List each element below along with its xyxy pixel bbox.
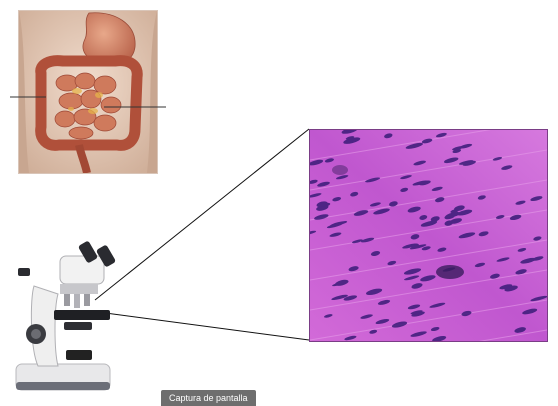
smooth-muscle-micrograph <box>309 129 548 342</box>
micrograph-drawing <box>310 130 547 341</box>
microscope-drawing <box>10 238 130 394</box>
microscope-image <box>10 238 130 394</box>
screenshot-caption: Captura de pantalla <box>161 390 256 406</box>
